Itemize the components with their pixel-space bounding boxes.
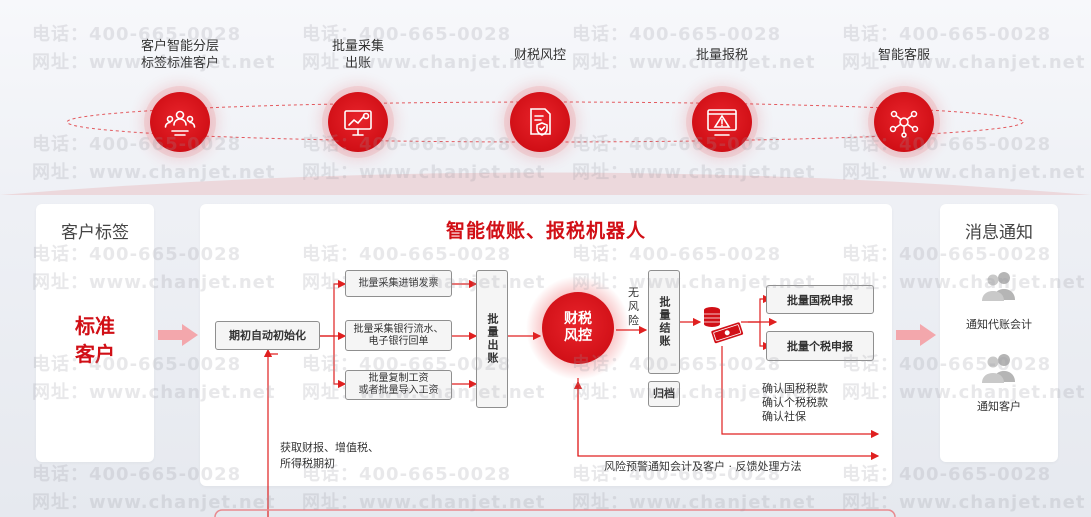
- robot-workflow-title: 智能做账、报税机器人: [445, 220, 646, 242]
- batch-account-box: 批量出账: [476, 270, 508, 408]
- step-label-smart-service: 智能客服: [877, 48, 930, 63]
- customer-users-icon: [982, 354, 1015, 383]
- message-notify-panel: 消息通知 通知代账会计 通知客户: [940, 204, 1058, 462]
- risk-notice-label: 风险预警通知会计及客户 · 反馈处理方法: [604, 460, 802, 473]
- national-tax-box: 批量国税申报: [766, 285, 874, 314]
- document-shield-icon: [510, 92, 570, 152]
- collect-bank-box: 批量采集银行流水、电子银行回单: [345, 320, 452, 351]
- collect-salary-box: 批量复制工资或者批量导入工资: [345, 370, 452, 400]
- batch-close-box: 批量结账: [648, 270, 680, 374]
- top-strip: 客户智能分层标签标准客户 批量采集出账 财税风控 批量报税 智能客服: [0, 0, 1091, 195]
- orbit-line: [0, 101, 1091, 195]
- accountant-users-icon: [982, 272, 1015, 301]
- step-label-tax-risk: 财税风控: [513, 48, 566, 63]
- message-notify-title: 消息通知: [965, 223, 1033, 243]
- users-network-icon: [150, 92, 210, 152]
- confirm-list: 确认国税税款 确认个税税款 确认社保: [762, 382, 828, 423]
- notify-accountant-label: 通知代账会计: [966, 318, 1032, 331]
- archive-box: 归档: [648, 381, 680, 407]
- monitor-chart-icon: [328, 92, 388, 152]
- service-network-icon: [874, 92, 934, 152]
- notify-customer-label: 通知客户: [977, 400, 1021, 413]
- money-icon: [704, 307, 744, 344]
- customer-tag-panel: 客户标签 标准 客户: [36, 204, 154, 462]
- flow-arrow-left: [158, 324, 198, 346]
- collect-invoice-box: 批量采集进销发票: [345, 270, 452, 297]
- step-label-customer-tag: 客户智能分层标签标准客户: [140, 39, 219, 71]
- customer-tag-title: 客户标签: [61, 223, 129, 243]
- no-risk-label: 无风险: [628, 286, 639, 327]
- standard-customer-label: 标准 客户: [75, 314, 115, 366]
- personal-tax-box: 批量个税申报: [766, 331, 874, 361]
- step-label-batch-tax: 批量报税: [695, 48, 748, 63]
- flow-arrow-right: [896, 324, 936, 346]
- fetch-reports-label: 获取财报、增值税、 所得税期初: [280, 441, 379, 470]
- init-box: 期初自动初始化: [215, 321, 320, 350]
- step-label-batch-collect: 批量采集出账: [331, 39, 384, 71]
- tax-risk-node: 财税 风控: [542, 292, 614, 364]
- warning-monitor-icon: [692, 92, 752, 152]
